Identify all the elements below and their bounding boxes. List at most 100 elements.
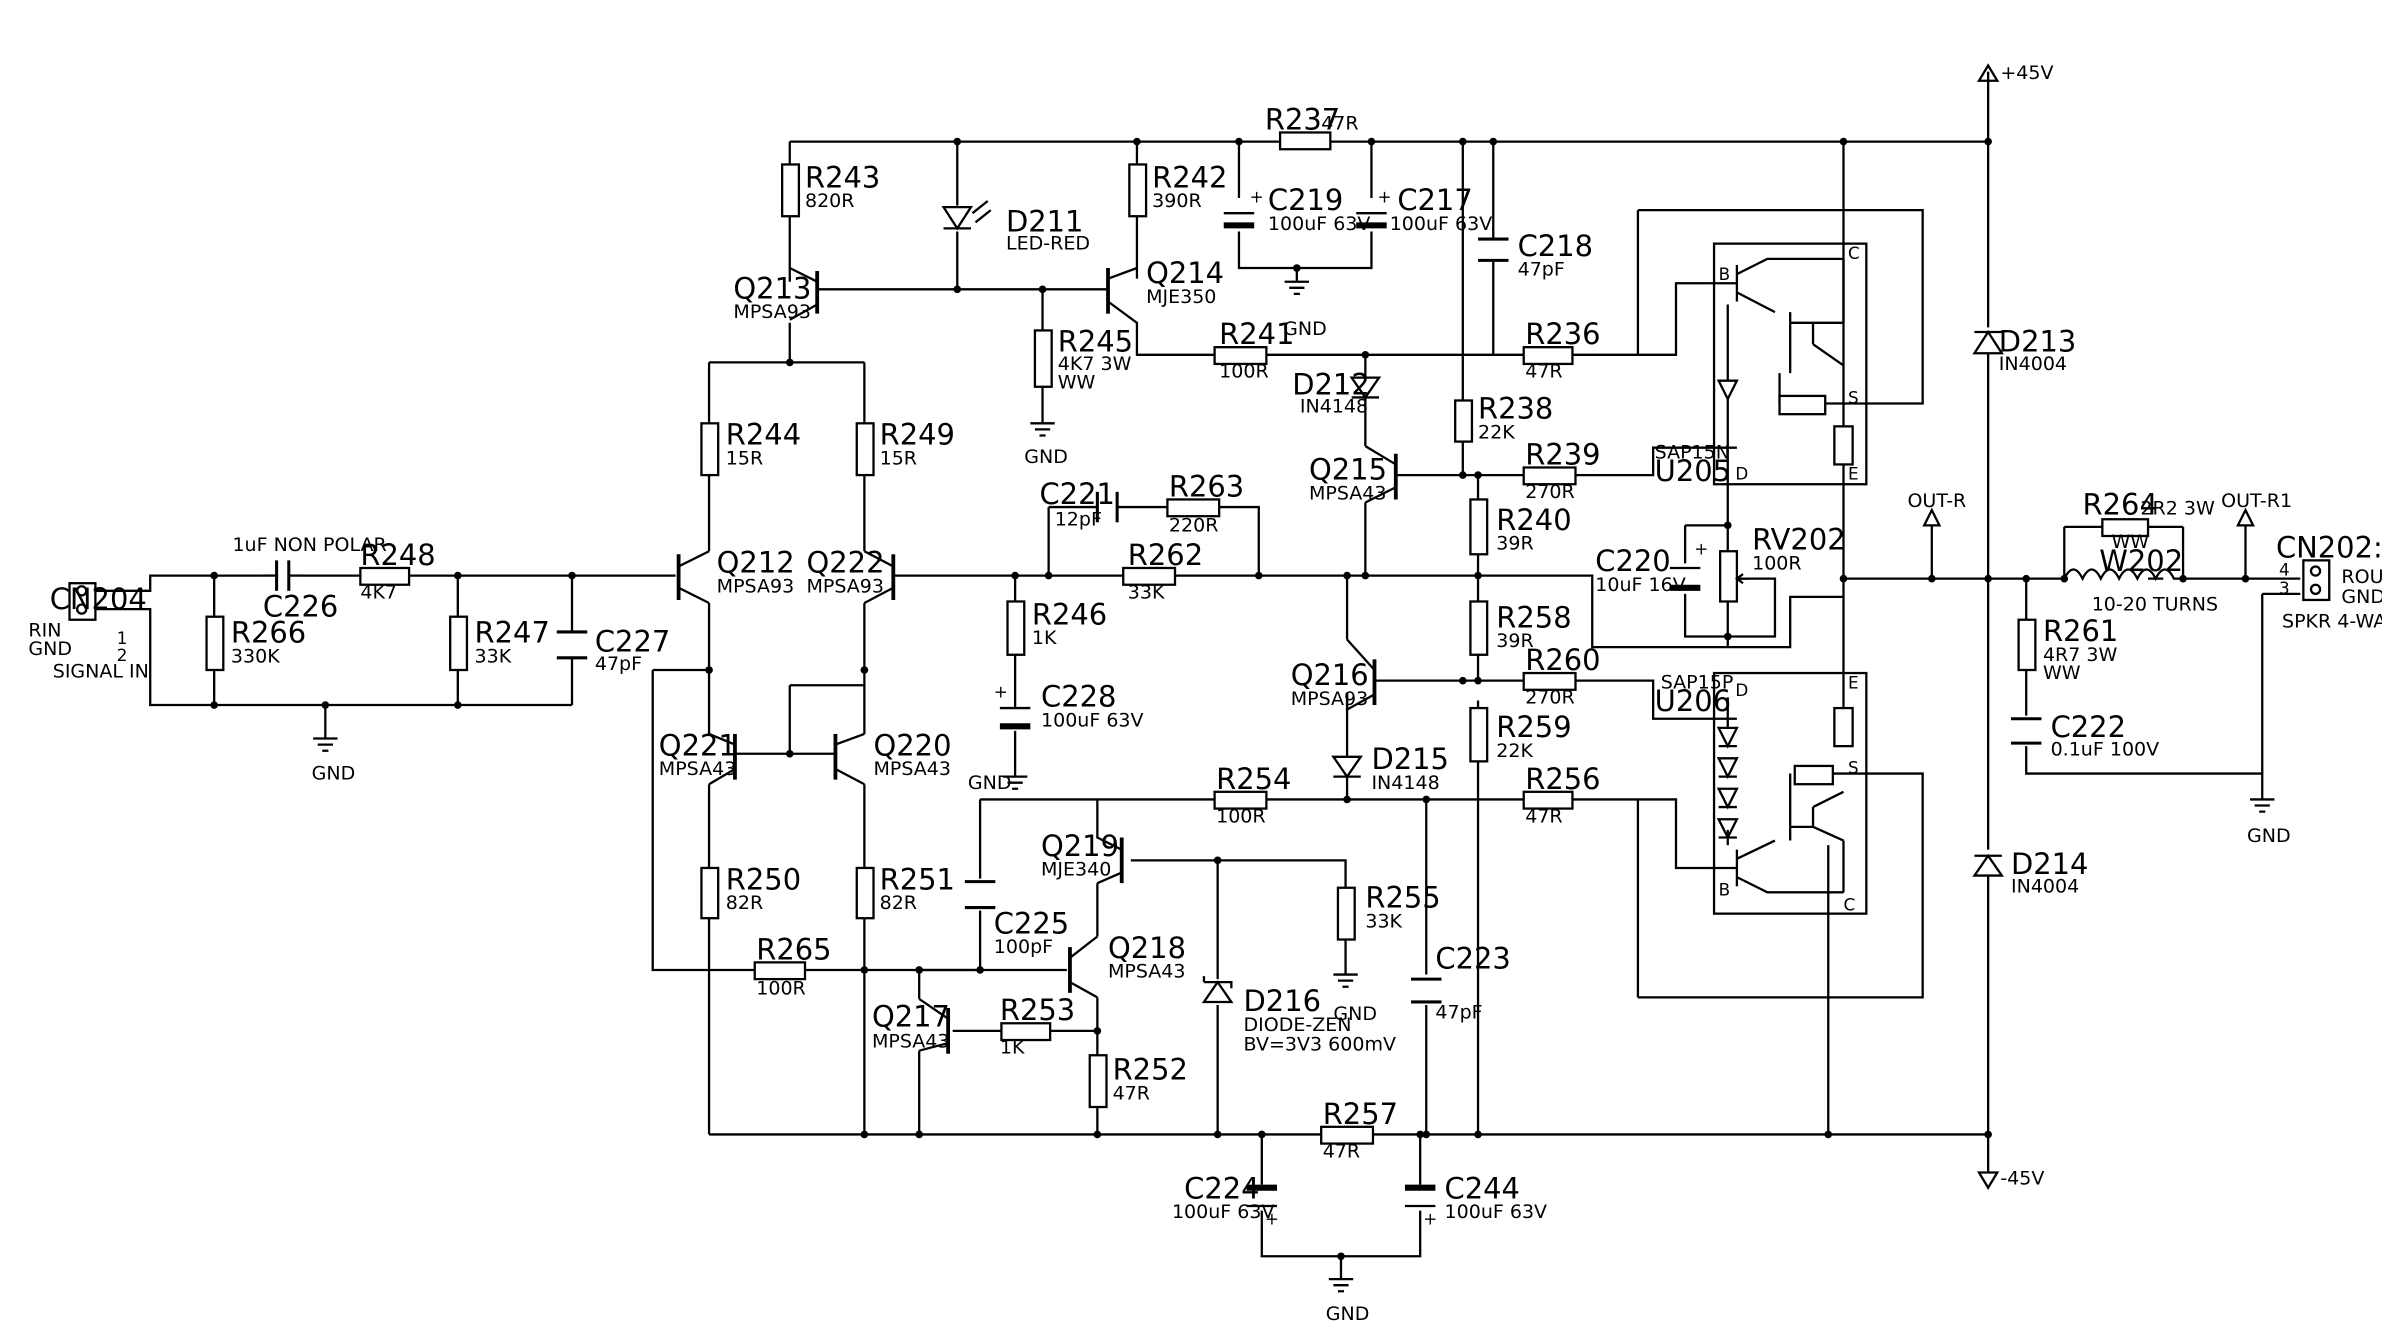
- transistor-q220-symbol: [833, 732, 865, 786]
- gnd-label-c219: GND: [1283, 318, 1327, 340]
- gnd-label-r245: GND: [1024, 446, 1068, 468]
- r250-ref: R250: [726, 862, 801, 896]
- r251-ref: R251: [880, 862, 955, 896]
- u205-pin-b: B: [1719, 264, 1731, 284]
- diode-d212-symbol: [1349, 376, 1382, 400]
- r247-ref: R247: [475, 616, 550, 650]
- r258-ref: R258: [1496, 600, 1571, 634]
- r259-ref: R259: [1496, 710, 1571, 744]
- resistor-r242-body: [1128, 163, 1148, 218]
- transistors: [676, 266, 1398, 1054]
- rv202-ref: RV202: [1752, 523, 1846, 557]
- resistor-r263-body: [1166, 498, 1221, 518]
- rail-neg-label: -45V: [2000, 1168, 2044, 1190]
- q218-val: MPSA43: [1108, 961, 1186, 983]
- r263-ref: R263: [1169, 469, 1244, 503]
- u205-part: SAP15N: [1655, 441, 1730, 463]
- cn204-desc: SIGNAL IN: [53, 661, 149, 683]
- capacitor-c228-symbol: +: [994, 681, 1031, 730]
- d213-ref: D213: [1999, 325, 2076, 359]
- resistor-r256-body: [1522, 790, 1574, 810]
- connector-cn202: [2302, 559, 2331, 602]
- c218-val: 47pF: [1518, 259, 1565, 281]
- d211-val: LED-RED: [1006, 233, 1090, 255]
- u206-ref: U206: [1655, 684, 1731, 718]
- resistor-r265-body: [753, 961, 807, 981]
- u205-pin-s: S: [1848, 388, 1859, 408]
- c219-val: 100uF 63V: [1268, 213, 1371, 235]
- d212-val: IN4148: [1300, 396, 1368, 418]
- c221-ref: C221: [1039, 477, 1114, 511]
- u206-pin-s: S: [1848, 758, 1859, 778]
- r266-val: 330K: [231, 645, 280, 667]
- diode-d213-symbol: [1972, 329, 2004, 355]
- capacitor-c226-symbol: [262, 560, 303, 591]
- r244-ref: R244: [726, 418, 801, 452]
- q222-ref: Q222: [807, 546, 885, 580]
- c224-val: 100uF 63V: [1172, 1201, 1275, 1223]
- r238-ref: R238: [1478, 392, 1553, 426]
- r261-ref: R261: [2043, 614, 2118, 648]
- capacitor-c220-symbol: +: [1669, 538, 1708, 591]
- transistor-q221-symbol: [708, 732, 737, 786]
- r252-val: 47R: [1113, 1082, 1150, 1104]
- svg-text:+: +: [1378, 187, 1392, 207]
- r250-val: 82R: [726, 892, 763, 914]
- c227-val: 47pF: [595, 653, 642, 675]
- q214-ref: Q214: [1146, 256, 1224, 290]
- resistor-r253-body: [1000, 1022, 1052, 1042]
- r254-ref: R254: [1216, 762, 1291, 796]
- c220-val: 10uF 16V: [1595, 574, 1685, 596]
- d215-val: IN4148: [1371, 772, 1439, 794]
- svg-text:+: +: [1423, 1208, 1437, 1228]
- q212-ref: Q212: [717, 546, 795, 580]
- u205-pin-c: C: [1848, 243, 1860, 263]
- u206-pin-d: D: [1735, 680, 1748, 700]
- q215-ref: Q215: [1309, 453, 1387, 487]
- r265-ref: R265: [756, 932, 831, 966]
- resistor-r254-body: [1213, 790, 1268, 810]
- r259-val: 22K: [1496, 740, 1533, 762]
- r260-val: 270R: [1525, 687, 1575, 709]
- d215-ref: D215: [1371, 742, 1448, 776]
- transistor-q222-symbol: [863, 550, 896, 605]
- w202-val: 10-20 TURNS: [2092, 594, 2218, 616]
- r245-val2: WW: [1058, 371, 1096, 393]
- q220-val: MPSA43: [874, 758, 952, 780]
- junctions: [210, 137, 2250, 1261]
- q221-ref: Q221: [659, 728, 737, 762]
- r254-val: 100R: [1216, 805, 1266, 827]
- resistor-r248-body: [359, 566, 411, 586]
- r257-val: 47R: [1323, 1140, 1360, 1162]
- resistor-r251-body: [855, 866, 875, 920]
- transistor-q218-symbol: [1068, 935, 1099, 999]
- c219-ref: C219: [1268, 183, 1343, 217]
- d216-val: DIODE-ZEN: [1244, 1014, 1352, 1036]
- cn204-l1: RIN: [28, 620, 61, 642]
- capacitor-c218-symbol: [1478, 237, 1509, 262]
- c226-ref: C226: [263, 590, 338, 624]
- c217-val: 100uF 63V: [1390, 213, 1493, 235]
- rv202-val: 100R: [1752, 553, 1802, 575]
- r236-val: 47R: [1525, 361, 1562, 383]
- r240-ref: R240: [1496, 503, 1571, 537]
- r240-val: 39R: [1496, 533, 1533, 555]
- r256-val: 47R: [1525, 805, 1562, 827]
- c223-ref: C223: [1435, 941, 1510, 975]
- capacitor-c222-symbol: [2010, 717, 2042, 745]
- resistor-r252-body: [1088, 1054, 1108, 1109]
- q216-val: MPSA93: [1291, 688, 1369, 710]
- r264-val2: WW: [2111, 531, 2149, 553]
- c228-ref: C228: [1041, 680, 1116, 714]
- cn202-pin3: 3: [2279, 578, 2290, 598]
- diodes: [941, 200, 2005, 1004]
- resistor-r246-body: [1006, 600, 1026, 656]
- ground-symbols: [313, 63, 2275, 1293]
- c218-ref: C218: [1518, 229, 1593, 263]
- d214-ref: D214: [2011, 847, 2088, 881]
- r261-val2: WW: [2043, 662, 2081, 684]
- u206-pin-c: C: [1843, 895, 1855, 915]
- resistor-r261-body: [2017, 618, 2037, 672]
- rail-pos-label: +45V: [2000, 62, 2053, 84]
